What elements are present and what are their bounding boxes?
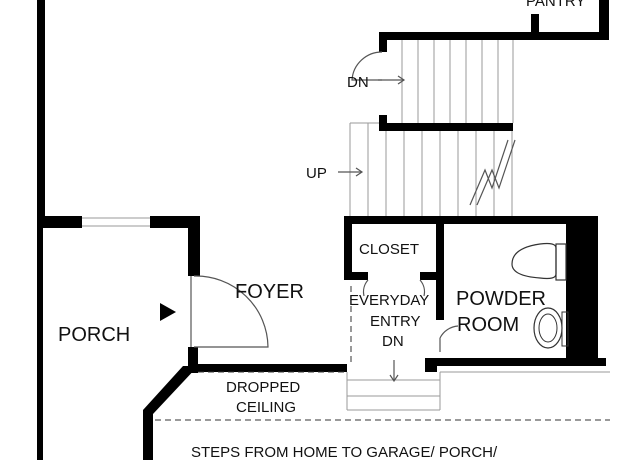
label-closet: CLOSET [359,241,419,258]
stair-top-wall [379,32,607,40]
label-stair-down: DN [347,74,369,91]
stair-arrow-icon [378,75,406,85]
foyer-wall-upper [188,216,200,276]
label-steps-note: STEPS FROM HOME TO GARAGE/ PORCH/ [191,444,498,460]
porch-wall-top-left [37,216,82,228]
stairs-down [351,40,514,123]
label-porch: PORCH [58,324,130,346]
sink-icon [511,242,557,280]
label-everyday-entry-3: DN [382,333,404,350]
closet-door-swing-right [419,279,426,297]
powder-room-fixtures [511,242,569,349]
closet-top-wall [344,216,598,224]
stair-arrow-icon [338,167,364,177]
closet-bottom-wall-left [344,272,368,280]
dropped-ceiling-area [155,371,610,421]
door-swing-icon [193,275,269,348]
powder-bottom-wall [436,358,606,366]
label-pantry: PANTRY [526,0,585,10]
stairs-up [338,122,516,216]
foyer-wall-lower [188,347,198,373]
pantry-wall [531,14,539,34]
corridor-angled-wall [143,366,198,460]
closet-door-swing-left [362,279,369,297]
porch-wall-left [37,228,43,460]
exterior-wall-left [37,0,45,216]
entry-door-swing [439,325,459,352]
walls [37,0,609,460]
pantry-right-wall [599,0,609,40]
stair-divider-wall [379,123,513,131]
label-everyday-entry-1: EVERYDAY [349,292,429,309]
entry-wall-right [425,358,437,372]
label-foyer: FOYER [235,281,304,303]
porch-area [82,217,176,321]
door-swing-icon [351,51,383,81]
label-dropped-ceiling-2: CEILING [236,399,296,416]
stair-landing-wall-b [379,115,387,130]
powder-left-wall [436,216,444,320]
label-powder-room-2: ROOM [457,314,519,336]
entry-arrow-icon [160,303,176,321]
entry-area [346,279,459,411]
label-stair-up: UP [306,165,327,182]
closet-bottom-wall-right [420,272,444,280]
label-everyday-entry-2: ENTRY [370,313,421,330]
corridor-top-wall [198,364,347,372]
label-powder-room-1: POWDER [456,288,546,310]
labels: PANTRY DN UP CLOSET FOYER PORCH EVERYDAY… [58,0,585,460]
porch-wall-top-right [150,216,200,228]
label-dropped-ceiling-1: DROPPED [226,379,300,396]
stair-arrow-icon [389,360,399,383]
powder-right-wall [566,216,598,364]
foyer-door [190,275,269,348]
closet-left-wall [344,216,352,280]
stair-landing-wall-a [379,32,387,52]
